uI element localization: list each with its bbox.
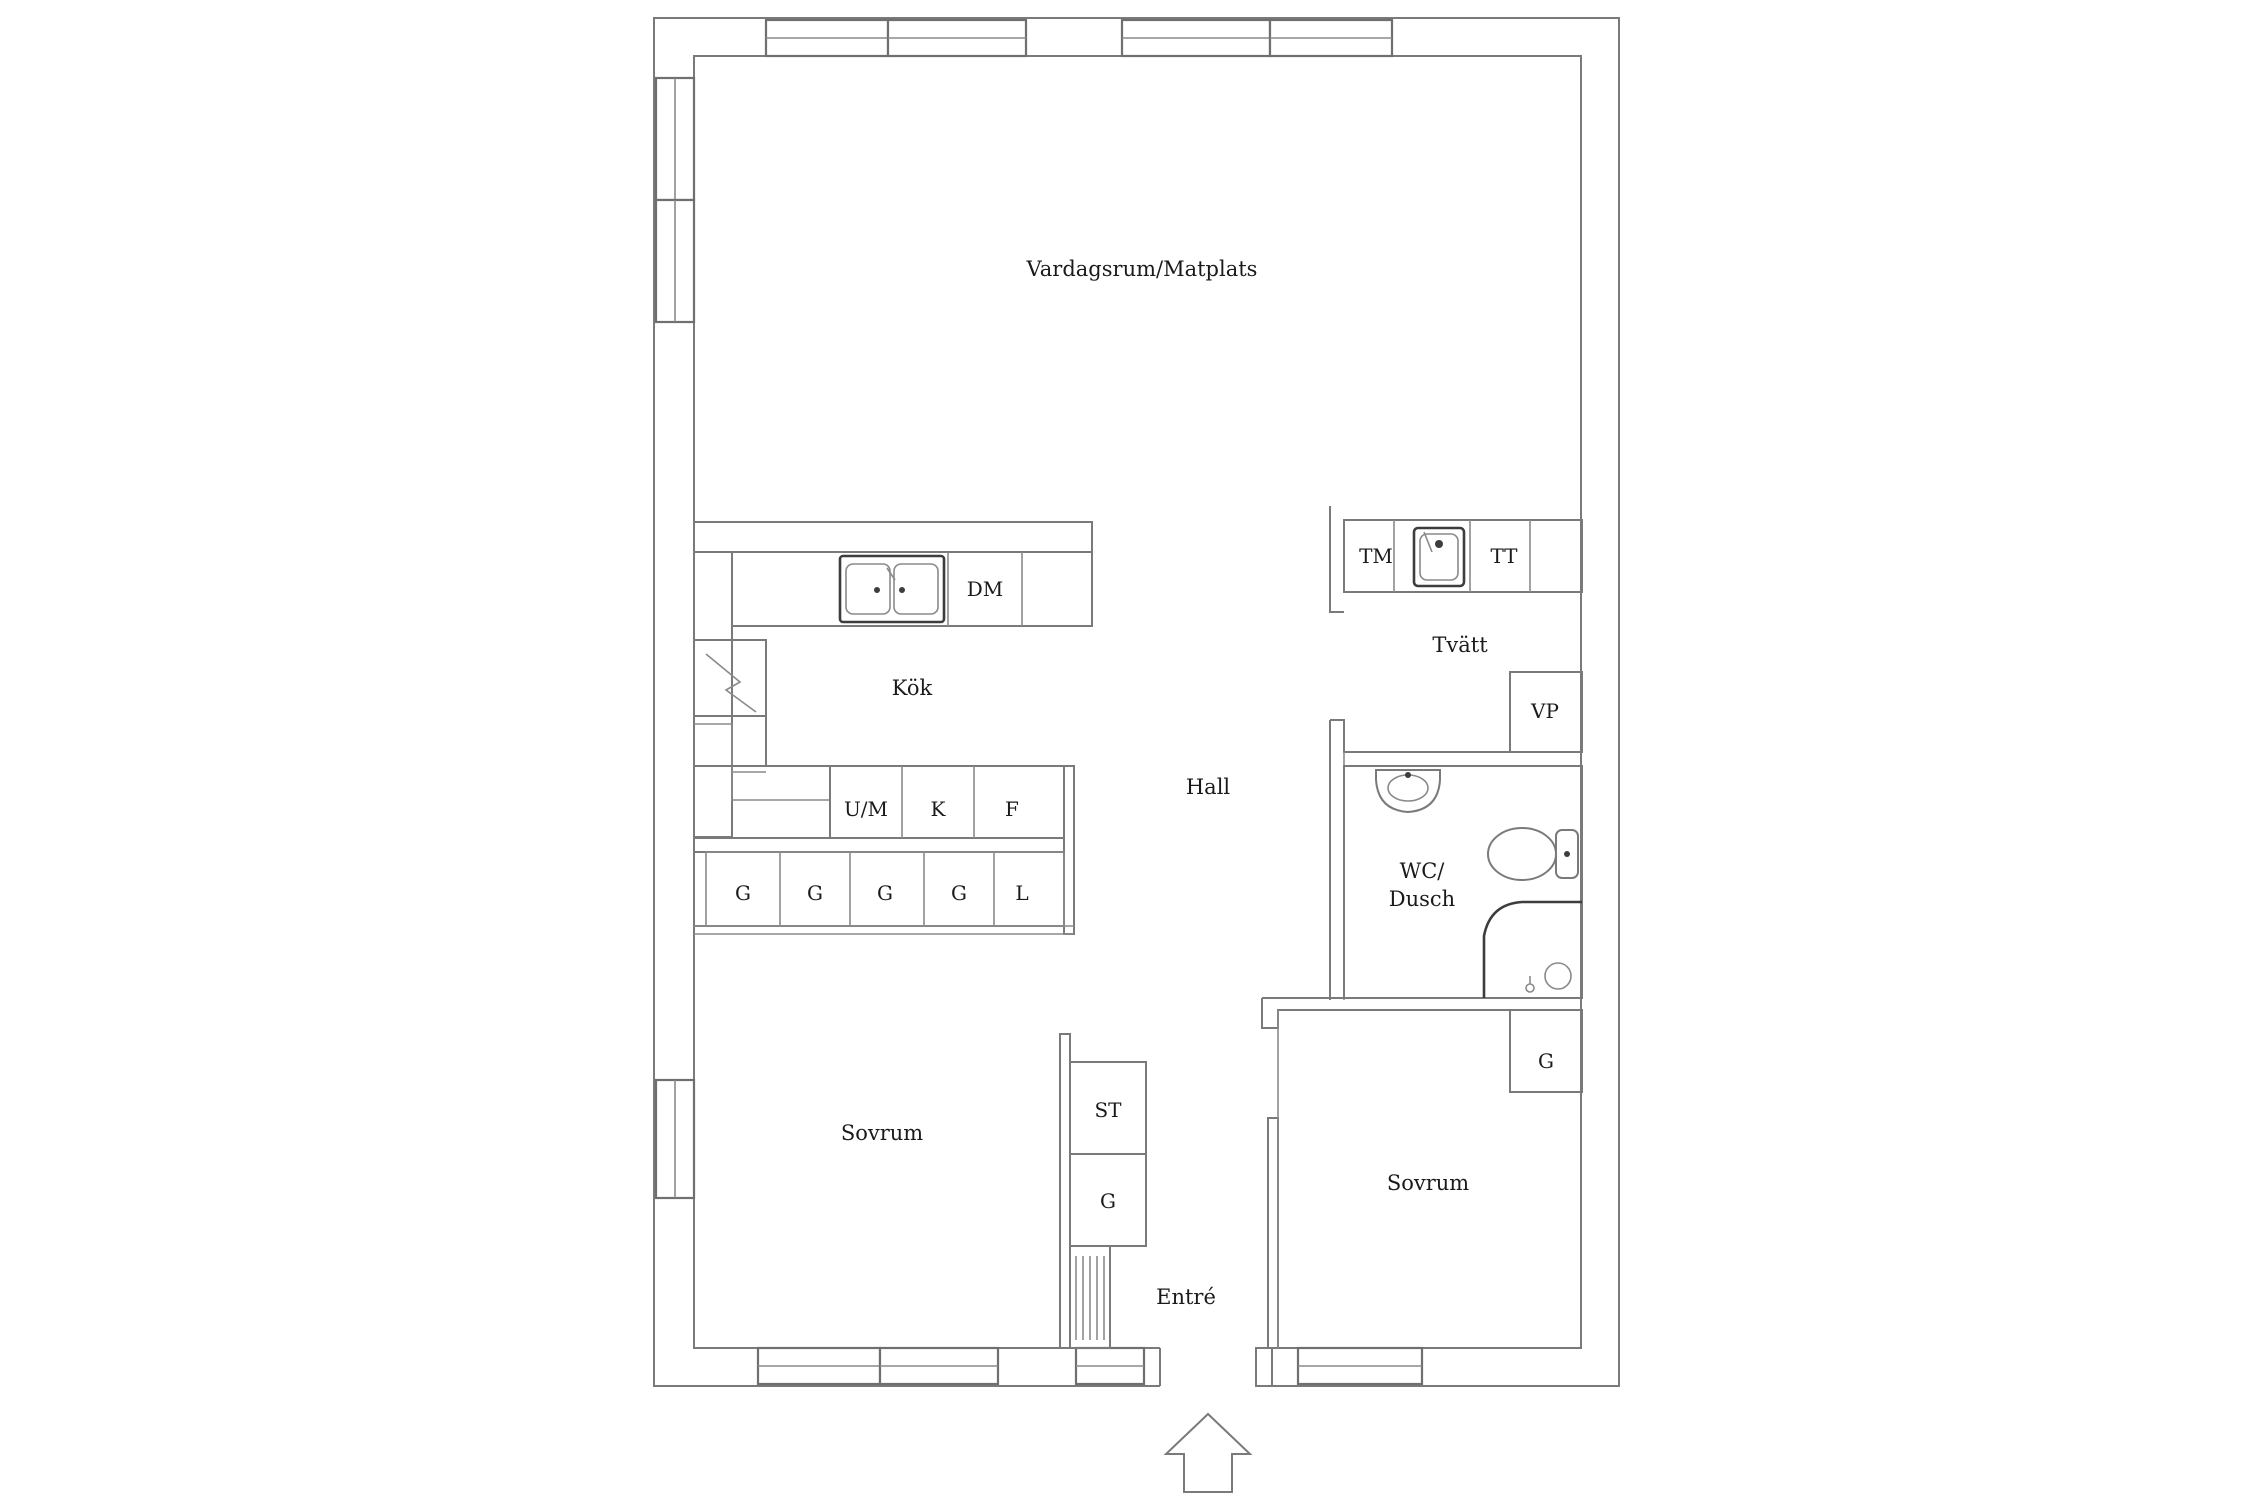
toilet-icon bbox=[1487, 827, 1579, 881]
room-label-bedroom-right: Sovrum bbox=[1387, 1171, 1469, 1195]
entrance-arrow-icon bbox=[1163, 1412, 1253, 1493]
fixture-label-um: U/M bbox=[844, 797, 888, 821]
laundry-fixtures bbox=[1329, 506, 1583, 1000]
room-label-laundry: Tvätt bbox=[1432, 633, 1488, 657]
fixture-label-l: L bbox=[1015, 881, 1028, 905]
fixture-label-g1: G bbox=[735, 881, 751, 905]
room-label-living: Vardagsrum/Matplats bbox=[1026, 257, 1258, 281]
kitchen-sink-icon bbox=[838, 554, 946, 624]
room-label-hall: Hall bbox=[1186, 775, 1231, 799]
windows bbox=[654, 18, 1424, 1386]
room-label-bath-line2: Dusch bbox=[1389, 887, 1455, 911]
fixture-label-g3: G bbox=[877, 881, 893, 905]
room-label-bedroom-left: Sovrum bbox=[841, 1121, 923, 1145]
room-label-bath-line1: WC/ bbox=[1400, 859, 1446, 883]
fixture-label-vp: VP bbox=[1530, 699, 1559, 723]
fixture-label-tt: TT bbox=[1490, 544, 1518, 568]
kitchen-counters bbox=[693, 521, 1093, 935]
right-bedroom-walls bbox=[1267, 1009, 1583, 1349]
fixture-label-k: K bbox=[931, 797, 947, 821]
washbasin-icon bbox=[1375, 769, 1441, 814]
fixture-label-f: F bbox=[1005, 797, 1019, 821]
room-label-entrance: Entré bbox=[1156, 1285, 1216, 1309]
room-label-kitchen: Kök bbox=[892, 676, 933, 700]
fixture-label-tm: TM bbox=[1359, 544, 1393, 568]
laundry-sink-icon bbox=[1412, 526, 1466, 588]
fixture-label-dm: DM bbox=[967, 577, 1004, 601]
fixture-label-g-bedroom: G bbox=[1538, 1049, 1554, 1073]
fixture-label-g-entry: G bbox=[1100, 1189, 1116, 1213]
fixture-label-st: ST bbox=[1094, 1098, 1122, 1122]
outer-walls bbox=[653, 17, 1620, 1387]
shower-icon bbox=[1482, 900, 1582, 998]
fixture-label-g2: G bbox=[807, 881, 823, 905]
fixture-label-g4: G bbox=[951, 881, 967, 905]
entrance-door bbox=[1148, 1340, 1273, 1390]
hall-closets bbox=[1059, 1033, 1147, 1349]
